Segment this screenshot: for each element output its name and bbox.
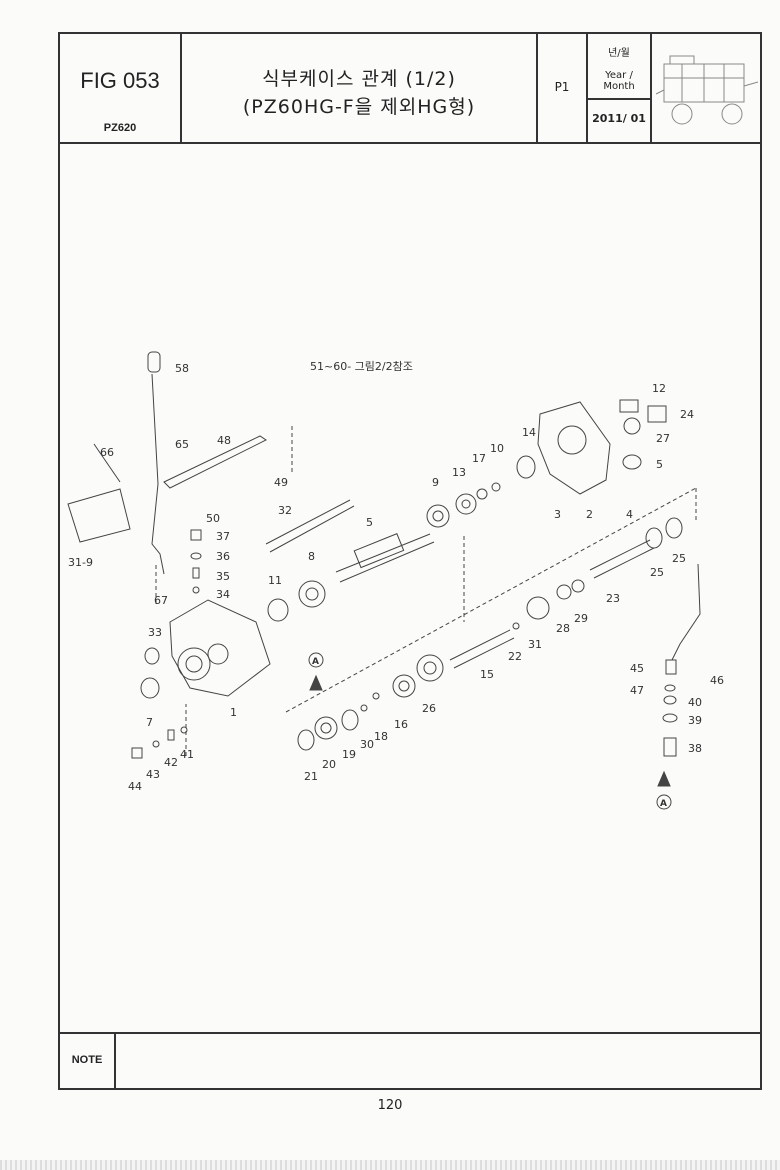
callout: 49 — [274, 476, 288, 489]
callout: 33 — [148, 626, 162, 639]
callout: 38 — [688, 742, 702, 755]
reference-note: 51~60- 그림2/2참조 — [310, 360, 413, 373]
callout: 7 — [146, 716, 153, 729]
title-line-1: 식부케이스 관계 (1/2) — [262, 68, 456, 90]
callout: 22 — [508, 650, 522, 663]
note-row: NOTE — [60, 1032, 760, 1088]
callout: 45 — [630, 662, 644, 675]
year-month-ko: 년/월 — [608, 48, 630, 59]
callout: 9 — [432, 476, 439, 489]
date-cell: 년/월 Year / Month 2011/ 01 — [588, 34, 652, 142]
callout: 12 — [652, 382, 666, 395]
callout: 36 — [216, 550, 230, 563]
callout: 44 — [128, 780, 142, 793]
callout: 28 — [556, 622, 570, 635]
page-code-cell: P1 — [538, 34, 588, 142]
title-block: FIG 053 PZ620 식부케이스 관계 (1/2) (PZ60HG-F을 … — [60, 34, 760, 144]
callout: 1 — [230, 706, 237, 719]
callout: 11 — [268, 574, 282, 587]
callout: 15 — [480, 668, 494, 681]
callout: 18 — [374, 730, 388, 743]
view-marker: A — [660, 799, 667, 809]
page-frame: FIG 053 PZ620 식부케이스 관계 (1/2) (PZ60HG-F을 … — [58, 32, 762, 1090]
callout: 32 — [278, 504, 292, 517]
callout: 8 — [308, 550, 315, 563]
callout: 58 — [175, 362, 189, 375]
figure-code: FIG 053 — [80, 68, 160, 93]
date-value: 2011/ 01 — [592, 112, 646, 125]
callout: 14 — [522, 426, 536, 439]
figure-cell: FIG 053 PZ620 — [60, 34, 182, 142]
callout: 20 — [322, 758, 336, 771]
callout: 2 — [586, 508, 593, 521]
callout: 43 — [146, 768, 160, 781]
callout: 5 — [366, 516, 373, 529]
note-label: NOTE — [60, 1034, 116, 1088]
model-name: PZ620 — [103, 122, 137, 134]
callout: 10 — [490, 442, 504, 455]
callout: 27 — [656, 432, 670, 445]
scan-edge — [0, 1160, 780, 1170]
view-marker: A — [312, 657, 319, 667]
exploded-parts-diagram: 51~60- 그림2/2참조 58 65 48 66 49 50 37 36 3… — [67, 351, 724, 810]
callout: 37 — [216, 530, 230, 543]
callout: 40 — [688, 696, 702, 709]
page-code: P1 — [554, 80, 570, 94]
callout: 24 — [680, 408, 694, 421]
callout: 42 — [164, 756, 178, 769]
callout: 5 — [656, 458, 663, 471]
callout: 39 — [688, 714, 702, 727]
title-cell: 식부케이스 관계 (1/2) (PZ60HG-F을 제외HG형) — [182, 34, 538, 142]
callout: 48 — [217, 434, 231, 447]
machine-thumbnail — [655, 55, 759, 125]
callout: 67 — [154, 594, 168, 607]
callout: 4 — [626, 508, 633, 521]
callout: 3 — [554, 508, 561, 521]
page-number: 120 — [377, 1098, 403, 1113]
callout: 26 — [422, 702, 436, 715]
callout: 21 — [304, 770, 318, 783]
callout: 41 — [180, 748, 194, 761]
callout: 34 — [216, 588, 230, 601]
callout: 31 — [528, 638, 542, 651]
callout: 13 — [452, 466, 466, 479]
callout: 47 — [630, 684, 644, 697]
date-divider — [588, 98, 650, 100]
callout: 25 — [672, 552, 686, 565]
callout: 16 — [394, 718, 408, 731]
callout: 29 — [574, 612, 588, 625]
title-line-2: (PZ60HG-F을 제외HG형) — [242, 96, 476, 118]
callout: 17 — [472, 452, 486, 465]
callout: 46 — [710, 674, 724, 687]
callout: 25 — [650, 566, 664, 579]
year-month-en: Year / Month — [603, 70, 635, 92]
callout: 50 — [206, 512, 220, 525]
callout: 23 — [606, 592, 620, 605]
callout: 35 — [216, 570, 230, 583]
callout: 31-9 — [68, 556, 93, 569]
callout: 30 — [360, 738, 374, 751]
callout: 65 — [175, 438, 189, 451]
callout: 66 — [100, 446, 114, 459]
callout: 19 — [342, 748, 356, 761]
